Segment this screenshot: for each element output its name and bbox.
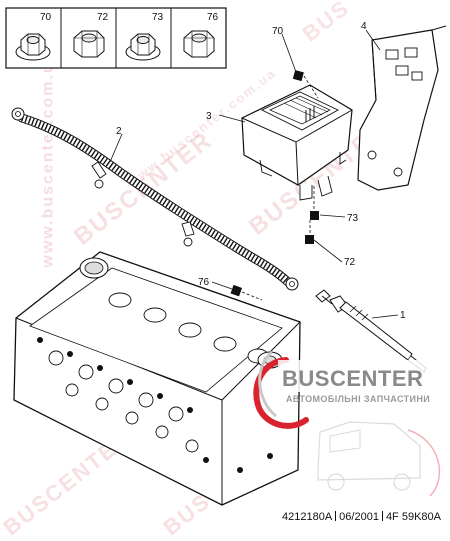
logo-subtitle: АВТОМОБІЛЬНІ ЗАПЧАСТИНИ	[286, 394, 431, 404]
glow-relay-unit	[241, 84, 353, 201]
van-silhouette	[317, 421, 440, 497]
logo-title: BUSCENTER	[282, 366, 424, 391]
callout-1: 1	[400, 310, 406, 321]
cylinder-head	[13, 251, 301, 506]
harness-clip-1	[91, 161, 107, 189]
valve-ports	[48, 350, 199, 453]
harness-ring-terminal	[285, 277, 299, 291]
fastener-item-73: 73	[125, 12, 164, 61]
hex-nut-icon	[183, 30, 215, 58]
fastener-item-70: 70	[15, 12, 52, 61]
intake-port	[79, 257, 109, 279]
footer-date: 06/2001	[339, 511, 379, 523]
buscenter-logo-mark	[253, 350, 428, 429]
marker-73	[310, 211, 319, 220]
svg-text:72: 72	[97, 12, 109, 23]
harness-clip-2	[181, 221, 195, 247]
head-bolts	[37, 337, 273, 473]
callout-2: 2	[116, 126, 122, 137]
drawing-reference-footer: 4212180A 06/2001 4F 59K80A	[282, 511, 441, 523]
marker-70	[292, 70, 304, 82]
fastener-item-72: 72	[73, 12, 109, 58]
leader-lines	[109, 29, 399, 319]
glow-plug-wiring-harness	[11, 107, 299, 291]
callout-4: 4	[361, 21, 367, 32]
callout-73: 73	[347, 213, 359, 224]
footer-model-code: 4F 59K80A	[385, 511, 441, 523]
marker-76	[230, 284, 243, 297]
callout-72: 72	[344, 257, 356, 268]
flange-nut-icon	[125, 33, 161, 61]
relay-connector-terminals	[305, 106, 315, 122]
hex-nut-icon	[73, 30, 105, 58]
fastener-item-76: 76	[183, 12, 219, 58]
footer-ref-code: 4212180A	[282, 511, 333, 523]
footer-separator	[381, 511, 383, 521]
footer-separator	[335, 511, 337, 521]
glow-plug	[315, 289, 427, 373]
mounting-bracket	[357, 25, 447, 191]
svg-text:76: 76	[207, 12, 219, 23]
callout-3: 3	[206, 111, 212, 122]
svg-text:73: 73	[152, 12, 164, 23]
marker-72	[305, 235, 314, 244]
callout-70: 70	[272, 26, 284, 37]
svg-text:70: 70	[40, 12, 52, 23]
callout-76: 76	[198, 277, 210, 288]
flange-nut-icon	[15, 33, 51, 61]
